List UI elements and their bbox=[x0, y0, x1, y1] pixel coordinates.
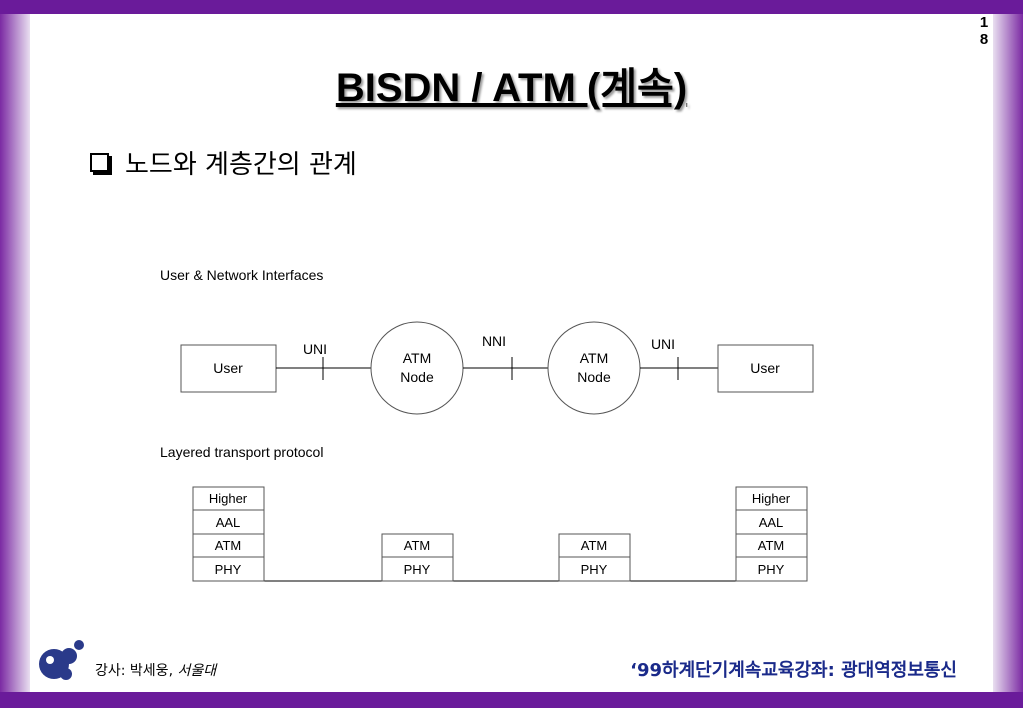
right-node-label-line2: Node bbox=[577, 369, 611, 385]
right-layer-phy: PHY bbox=[758, 562, 785, 577]
left-user-label: User bbox=[213, 360, 243, 376]
university-logo-icon bbox=[39, 640, 84, 680]
lecturer-credit: 강사: 박세웅, 서울대 bbox=[95, 660, 216, 680]
page-digit-2: 8 bbox=[979, 31, 989, 48]
uni-right-label: UNI bbox=[651, 336, 675, 352]
left-layer-atm: ATM bbox=[215, 538, 241, 553]
right-user-label: User bbox=[750, 360, 780, 376]
right-atm-node bbox=[547, 321, 641, 415]
interfaces-label: User & Network Interfaces bbox=[160, 267, 324, 283]
right-node-layer-atm: ATM bbox=[581, 538, 607, 553]
slide-title: BISDN / ATM (계속) bbox=[335, 66, 688, 110]
page-digit-1: 1 bbox=[979, 14, 989, 31]
course-title: ‘99하계단기계속교육강좌: 광대역정보통신 bbox=[630, 660, 957, 681]
bullet-text: 노드와 계층간의 관계 bbox=[125, 150, 357, 180]
right-node-label-line1: ATM bbox=[580, 350, 609, 366]
lecturer-affiliation: 서울대 bbox=[177, 663, 217, 679]
bottom-border bbox=[0, 692, 1023, 708]
checkbox-bullet-icon bbox=[90, 153, 109, 172]
page-number: 1 8 bbox=[979, 14, 989, 48]
left-layer-higher: Higher bbox=[209, 491, 248, 506]
right-layer-aal: AAL bbox=[759, 515, 784, 530]
right-layer-higher: Higher bbox=[752, 491, 791, 506]
right-user-box bbox=[717, 344, 814, 393]
left-layer-aal: AAL bbox=[216, 515, 241, 530]
top-border-strip bbox=[0, 0, 1023, 14]
left-user-box bbox=[180, 344, 277, 393]
left-node-layer-phy: PHY bbox=[404, 562, 431, 577]
right-layer-atm: ATM bbox=[758, 538, 784, 553]
protocol-label: Layered transport protocol bbox=[160, 444, 324, 460]
left-layer-phy: PHY bbox=[215, 562, 242, 577]
interface-diagram: User UNI ATM Node NNI ATM Node UNI User bbox=[180, 321, 814, 415]
nni-label: NNI bbox=[482, 333, 506, 349]
bullet-item: 노드와 계층간의 관계 bbox=[90, 144, 357, 181]
uni-left-label: UNI bbox=[303, 341, 327, 357]
left-node-label-line1: ATM bbox=[403, 350, 432, 366]
left-node-layer-atm: ATM bbox=[404, 538, 430, 553]
lecturer-name: 강사: 박세웅, bbox=[95, 663, 178, 679]
left-atm-node bbox=[370, 321, 464, 415]
right-node-layer-phy: PHY bbox=[581, 562, 608, 577]
left-node-label-line2: Node bbox=[400, 369, 434, 385]
protocol-diagram: Higher AAL ATM PHY ATM PHY ATM PHY Highe… bbox=[192, 486, 808, 582]
